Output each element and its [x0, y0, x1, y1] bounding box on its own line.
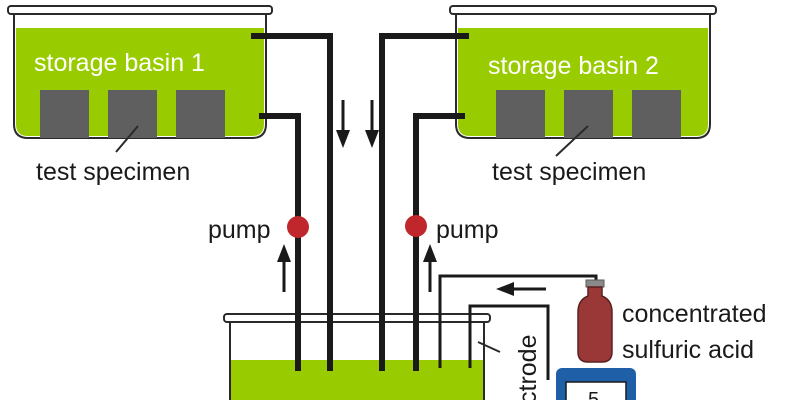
basin-2-rim	[449, 5, 717, 15]
specimen-left-leader	[115, 125, 139, 153]
ph-meter-display	[565, 381, 627, 400]
basin-1-title: storage basin 1	[34, 49, 205, 77]
pump-left-label: pump	[208, 216, 271, 244]
basin-2-title: storage basin 2	[488, 52, 659, 80]
storage-basin-1: storage basin 1	[7, 5, 273, 139]
acid-bottle-icon	[577, 279, 613, 363]
electrode-line	[468, 304, 550, 380]
specimen-block	[632, 90, 681, 138]
arrow-up-icon	[423, 244, 437, 292]
pipe-basin1-outflow	[251, 33, 333, 371]
basin-1-rim	[7, 5, 273, 15]
arrow-down-icon	[336, 100, 350, 148]
pipe-basin2-outflow	[379, 33, 469, 371]
pipe-basin2-inflow	[413, 113, 465, 371]
pipes	[251, 33, 598, 380]
solution-mixing-tank	[231, 360, 483, 400]
flow-arrows	[277, 100, 546, 296]
pump-left-icon	[287, 216, 309, 238]
pipe-basin1-inflow	[259, 113, 301, 371]
arrow-up-icon	[277, 244, 291, 292]
electrode-label: ctrode	[514, 335, 542, 400]
arrow-down-icon	[365, 100, 379, 148]
acid-label-line1: concentrated	[622, 300, 767, 328]
electrode-leader	[477, 341, 501, 353]
specimen-block	[564, 90, 613, 138]
specimen-right-label: test specimen	[492, 158, 646, 186]
arrow-left-icon	[496, 282, 546, 296]
ph-meter-reading: 5	[588, 389, 599, 400]
specimen-block	[496, 90, 545, 138]
specimen-block	[40, 90, 89, 138]
specimen-block	[108, 90, 157, 138]
acid-bottle-body	[577, 286, 613, 363]
ph-meter: 5	[556, 368, 636, 400]
pump-right-icon	[405, 215, 427, 237]
specimen-left-label: test specimen	[36, 158, 190, 186]
acid-label-line2: sulfuric acid	[622, 336, 754, 364]
mixing-tank	[223, 313, 491, 400]
specimen-right-leader	[555, 125, 589, 157]
pump-right-label: pump	[436, 216, 499, 244]
storage-basin-2: storage basin 2	[449, 5, 717, 139]
specimen-block	[176, 90, 225, 138]
mixing-tank-rim	[223, 313, 491, 323]
